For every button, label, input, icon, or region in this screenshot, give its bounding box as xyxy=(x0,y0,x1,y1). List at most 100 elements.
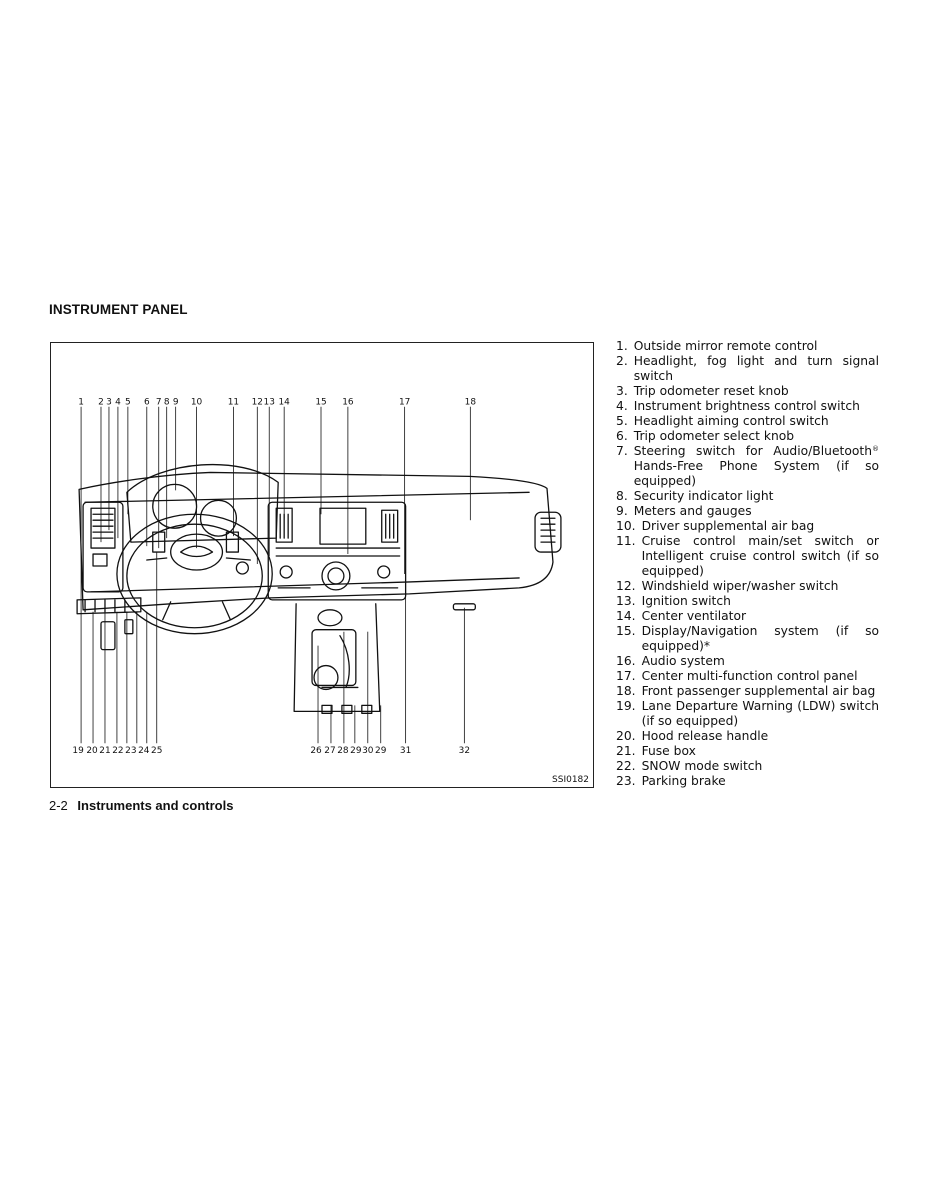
legend-item-label: Driver supplemental air bag xyxy=(641,519,815,533)
callout-number: 28 xyxy=(337,746,349,756)
legend-item: 23. Parking brake xyxy=(616,774,879,789)
page-footer: 2-2 Instruments and controls xyxy=(49,798,233,813)
callout-number: 8 xyxy=(164,398,170,408)
legend-item-text: Display/Navigation system (if so equippe… xyxy=(642,624,879,654)
callout-number: 18 xyxy=(465,398,477,408)
callout-number: 7 xyxy=(156,398,162,408)
callout-number: 32 xyxy=(459,746,470,756)
legend-item-text: Ignition switch xyxy=(642,594,879,609)
legend-item-text: Headlight aiming control switch xyxy=(634,414,879,429)
callout-number: 29 xyxy=(375,746,387,756)
legend-item-text: Center ventilator xyxy=(642,609,879,624)
callout-number: 4 xyxy=(115,398,121,408)
callout-number: 29 xyxy=(350,746,362,756)
legend-item: 14. Center ventilator xyxy=(616,609,879,624)
legend-item-number: 5. xyxy=(616,414,628,428)
legend-item: 21.Fuse box xyxy=(616,744,879,759)
legend-item: 15. Display/Navigation system (if so equi… xyxy=(616,624,879,654)
legend-item: 1. Outside mirror remote control xyxy=(616,339,879,354)
callout-number: 16 xyxy=(342,398,354,408)
legend-item-text: Headlight, fog light and turn signal swi… xyxy=(634,354,879,384)
callout-number: 20 xyxy=(86,746,98,756)
legend-item: 3. Trip odometer reset knob xyxy=(616,384,879,399)
legend-item-number: 14. xyxy=(616,609,636,623)
legend-item-label: SNOW mode switch xyxy=(641,759,763,773)
legend-item-label: Center multi-function control panel xyxy=(641,669,858,683)
legend-item-text: Driver supplemental air bag xyxy=(642,519,879,534)
callout-number: 21 xyxy=(99,746,110,756)
legend-item: 13. Ignition switch xyxy=(616,594,879,609)
legend-item-number: 2. xyxy=(616,354,628,368)
legend-item-text: Cruise control main/set switch or Intell… xyxy=(642,534,879,579)
legend-item-number: 3. xyxy=(616,384,628,398)
legend-item-label: Headlight, fog light and turn signal swi… xyxy=(633,354,879,383)
legend-item-text: Windshield wiper/washer switch xyxy=(642,579,879,594)
legend-item-text: Security indicator light xyxy=(634,489,879,504)
legend-item: 22.SNOW mode switch xyxy=(616,759,879,774)
legend-item-number: 23. xyxy=(616,774,636,788)
legend-item-number: 7. xyxy=(616,444,628,458)
legend-item: 16.Audio system xyxy=(616,654,879,669)
callout-number: 31 xyxy=(400,746,411,756)
callout-number: 10 xyxy=(191,398,203,408)
callout-number: 2 xyxy=(98,398,104,408)
legend-item: 2. Headlight, fog light and turn signal s… xyxy=(616,354,879,384)
legend-item-number: 15. xyxy=(616,624,636,638)
legend-item-text: Front passenger supplemental air bag xyxy=(642,684,879,699)
callout-number: 6 xyxy=(144,398,150,408)
legend-item: 6.Trip odometer select knob xyxy=(616,429,879,444)
callout-number: 27 xyxy=(324,746,335,756)
callout-number: 12 xyxy=(252,398,263,408)
legend-item-number: 19. xyxy=(616,699,636,713)
legend-item-label: Windshield wiper/washer switch xyxy=(641,579,839,593)
legend-item-label: Front passenger supplemental air bag xyxy=(641,684,876,698)
legend-item: 10.Driver supplemental air bag xyxy=(616,519,879,534)
callout-number: 11 xyxy=(228,398,239,408)
legend-item-label: Parking brake xyxy=(641,774,726,788)
legend-item-number: 4. xyxy=(616,399,628,413)
chapter-title: Instruments and controls xyxy=(77,798,234,813)
legend-item-label-continued: Hands-Free Phone System (if so equipped) xyxy=(633,459,879,488)
legend-item-number: 12. xyxy=(616,579,636,593)
legend-item: 18. Front passenger supplemental air bag xyxy=(616,684,879,699)
legend-item-text: Parking brake xyxy=(642,774,879,789)
callout-number: 17 xyxy=(399,398,410,408)
legend-item-text: Trip odometer reset knob xyxy=(634,384,879,399)
legend-item-label: Trip odometer select knob xyxy=(633,429,795,443)
legend-item-label: Headlight aiming control switch xyxy=(633,414,829,428)
legend-item-number: 18. xyxy=(616,684,636,698)
legend-item-text: Outside mirror remote control xyxy=(634,339,879,354)
legend-item-label: Trip odometer reset knob xyxy=(633,384,789,398)
legend-item-text: Meters and gauges xyxy=(634,504,879,519)
legend-item-number: 17. xyxy=(616,669,636,683)
callout-number: 14 xyxy=(278,398,290,408)
callout-number: 26 xyxy=(310,746,322,756)
callout-number: 1 xyxy=(78,398,84,408)
section-title: INSTRUMENT PANEL xyxy=(49,302,188,317)
legend-item-label: Lane Departure Warning (LDW) switch (if … xyxy=(641,699,879,728)
legend-item-label: Cruise control main/set switch or Intell… xyxy=(641,534,879,578)
legend-item-text: SNOW mode switch xyxy=(642,759,879,774)
legend-item: 7.Steering switch for Audio/Bluetooth® H… xyxy=(616,444,879,489)
legend-item-label: Display/Navigation system (if so equippe… xyxy=(641,624,879,653)
legend-item-number: 20. xyxy=(616,729,636,743)
legend-item: 4.Instrument brightness control switch xyxy=(616,399,879,414)
legend-item-label: Hood release handle xyxy=(641,729,769,743)
page-number: 2-2 xyxy=(49,798,68,813)
legend-item-text: Center multi-function control panel xyxy=(642,669,879,684)
legend-item-label: Fuse box xyxy=(641,744,696,758)
legend-item: 12. Windshield wiper/washer switch xyxy=(616,579,879,594)
legend-item-number: 13. xyxy=(616,594,636,608)
legend-item-label: Audio system xyxy=(641,654,725,668)
callout-number: 9 xyxy=(173,398,179,408)
legend-item: 20. Hood release handle xyxy=(616,729,879,744)
callout-number: 24 xyxy=(138,746,150,756)
callout-number: 15 xyxy=(315,398,326,408)
legend-item: 17. Center multi-function control panel xyxy=(616,669,879,684)
callout-number: 3 xyxy=(106,398,112,408)
figure-id: SSI0182 xyxy=(552,775,589,785)
legend-item-number: 1. xyxy=(616,339,628,353)
callout-number: 13 xyxy=(264,398,275,408)
